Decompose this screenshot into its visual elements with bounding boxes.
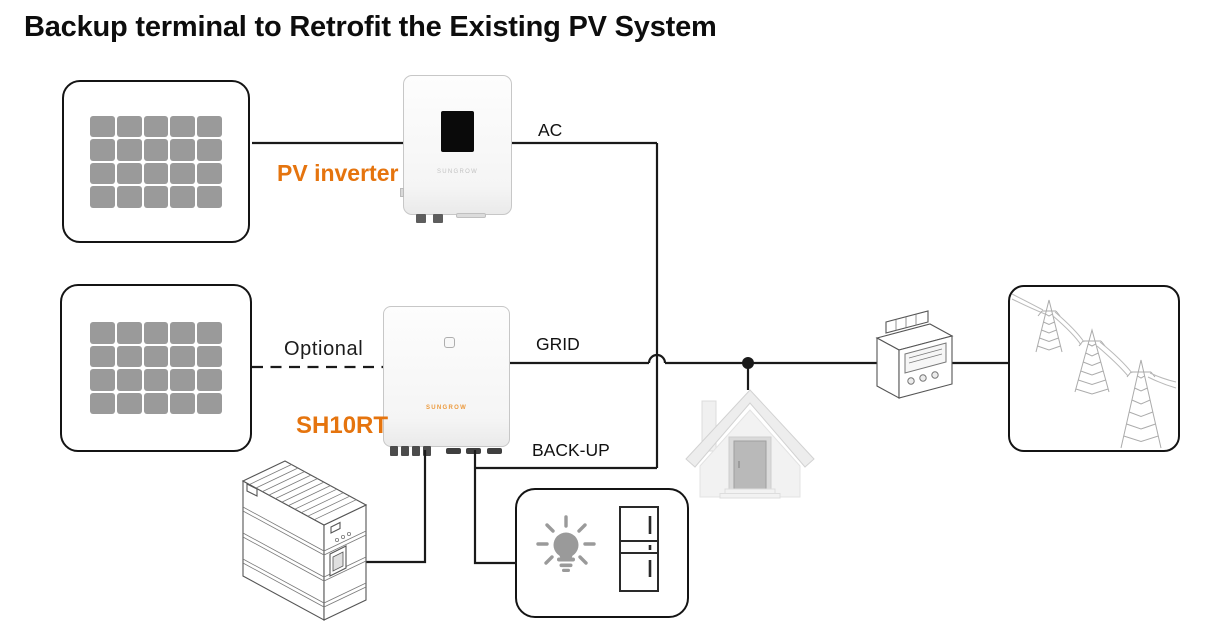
- solar-cell: [116, 186, 142, 208]
- solar-cell: [116, 115, 142, 137]
- solar-cell: [197, 345, 222, 367]
- solar-cell: [170, 345, 196, 367]
- wiring: [252, 141, 1008, 565]
- light-bulb-icon: [536, 515, 596, 572]
- solar-cell: [90, 139, 115, 161]
- solar-cell: [143, 186, 169, 208]
- transmission-towers-icon: [1011, 293, 1177, 449]
- solar-cell: [197, 139, 222, 161]
- solar-cell: [197, 115, 222, 137]
- bulb-rays: [536, 515, 596, 565]
- dc-connector-icon: [433, 214, 443, 223]
- solar-cell: [197, 369, 222, 391]
- solar-cell: [197, 392, 222, 414]
- dc-connector-icon: [412, 446, 420, 456]
- optional-label: Optional: [284, 338, 364, 360]
- power-lines: [1011, 293, 1177, 389]
- solar-cell: [197, 186, 222, 208]
- wire-to-battery: [352, 450, 427, 564]
- dc-connector-icon: [423, 446, 431, 456]
- backup-loads-box: [515, 488, 689, 618]
- battery-terminal: [330, 521, 341, 534]
- solar-cell: [116, 392, 142, 414]
- dc-connector-icon: [401, 446, 409, 456]
- solar-cell: [116, 345, 142, 367]
- wire-crossover-hop: [647, 353, 667, 364]
- solar-cell: [143, 115, 169, 137]
- pv-inverter-brand: SUNGROW: [436, 169, 479, 175]
- solar-cell: [90, 162, 115, 184]
- solar-cell: [143, 345, 169, 367]
- battery-stack-icon: [241, 460, 368, 621]
- battery-top-fins: [249, 464, 357, 521]
- hybrid-inverter-brand: SUNGROW: [425, 405, 468, 411]
- page-title: Backup terminal to Retrofit the Existing…: [24, 11, 717, 43]
- solar-cell: [116, 369, 142, 391]
- meter-button: [919, 374, 927, 382]
- ac-connector-icon: [487, 448, 502, 454]
- hybrid-inverter-device: SUNGROW: [383, 306, 510, 456]
- solar-cell: [116, 162, 142, 184]
- inverter-side-tab: [400, 188, 404, 197]
- solar-cell: [197, 322, 222, 344]
- solar-cell: [170, 369, 196, 391]
- pv-inverter-device: SUNGROW: [400, 75, 512, 223]
- solar-cell: [197, 162, 222, 184]
- solar-cell: [90, 345, 115, 367]
- solar-cell: [90, 392, 115, 414]
- solar-cell: [90, 322, 115, 344]
- ac-connector-icon: [466, 448, 481, 454]
- solar-cell: [116, 322, 142, 344]
- wire-backup-to-loads: [473, 450, 517, 565]
- door-step: [724, 488, 776, 494]
- solar-cell: [170, 115, 196, 137]
- ac-connector-icon: [456, 213, 486, 218]
- pv-array-bottom-box: [60, 284, 252, 452]
- solar-cell: [90, 369, 115, 391]
- solar-cell: [143, 392, 169, 414]
- solar-cell: [143, 369, 169, 391]
- solar-cell: [143, 322, 169, 344]
- battery-stack-seams: [242, 506, 367, 608]
- solar-cell: [170, 162, 196, 184]
- backup-port-label: BACK-UP: [532, 440, 610, 460]
- dc-connector-icon: [416, 214, 426, 223]
- refrigerator-icon: [619, 506, 659, 592]
- solar-cell: [170, 322, 196, 344]
- ac-port-label: AC: [538, 120, 563, 140]
- door-step: [719, 493, 781, 499]
- grid-port-label: GRID: [536, 334, 580, 354]
- hybrid-inverter-model-label: SH10RT: [296, 412, 389, 439]
- utility-grid-box: [1008, 285, 1180, 452]
- pv-array-top-box: [62, 80, 250, 243]
- battery-label-tab: [246, 483, 258, 497]
- solar-cell: [143, 162, 169, 184]
- indicator-square-icon: [444, 337, 455, 348]
- junction-dot: [742, 357, 754, 369]
- solar-cell: [90, 115, 115, 137]
- solar-cell: [143, 139, 169, 161]
- solar-cell: [90, 186, 115, 208]
- solar-cell: [170, 139, 196, 161]
- pv-inverter-label: PV inverter: [277, 160, 399, 186]
- inverter-display: [441, 111, 474, 152]
- house-icon: [685, 389, 815, 499]
- solar-cell: [170, 392, 196, 414]
- meter-terminals: [885, 310, 929, 334]
- meter-button: [907, 377, 915, 385]
- ac-connector-icon: [446, 448, 461, 454]
- solar-panel-icon: [90, 115, 222, 208]
- meter-button: [931, 371, 939, 379]
- solar-panel-icon: [90, 322, 222, 414]
- solar-cell: [170, 186, 196, 208]
- solar-cell: [116, 139, 142, 161]
- energy-meter-icon: [875, 310, 954, 399]
- dc-connector-icon: [390, 446, 398, 456]
